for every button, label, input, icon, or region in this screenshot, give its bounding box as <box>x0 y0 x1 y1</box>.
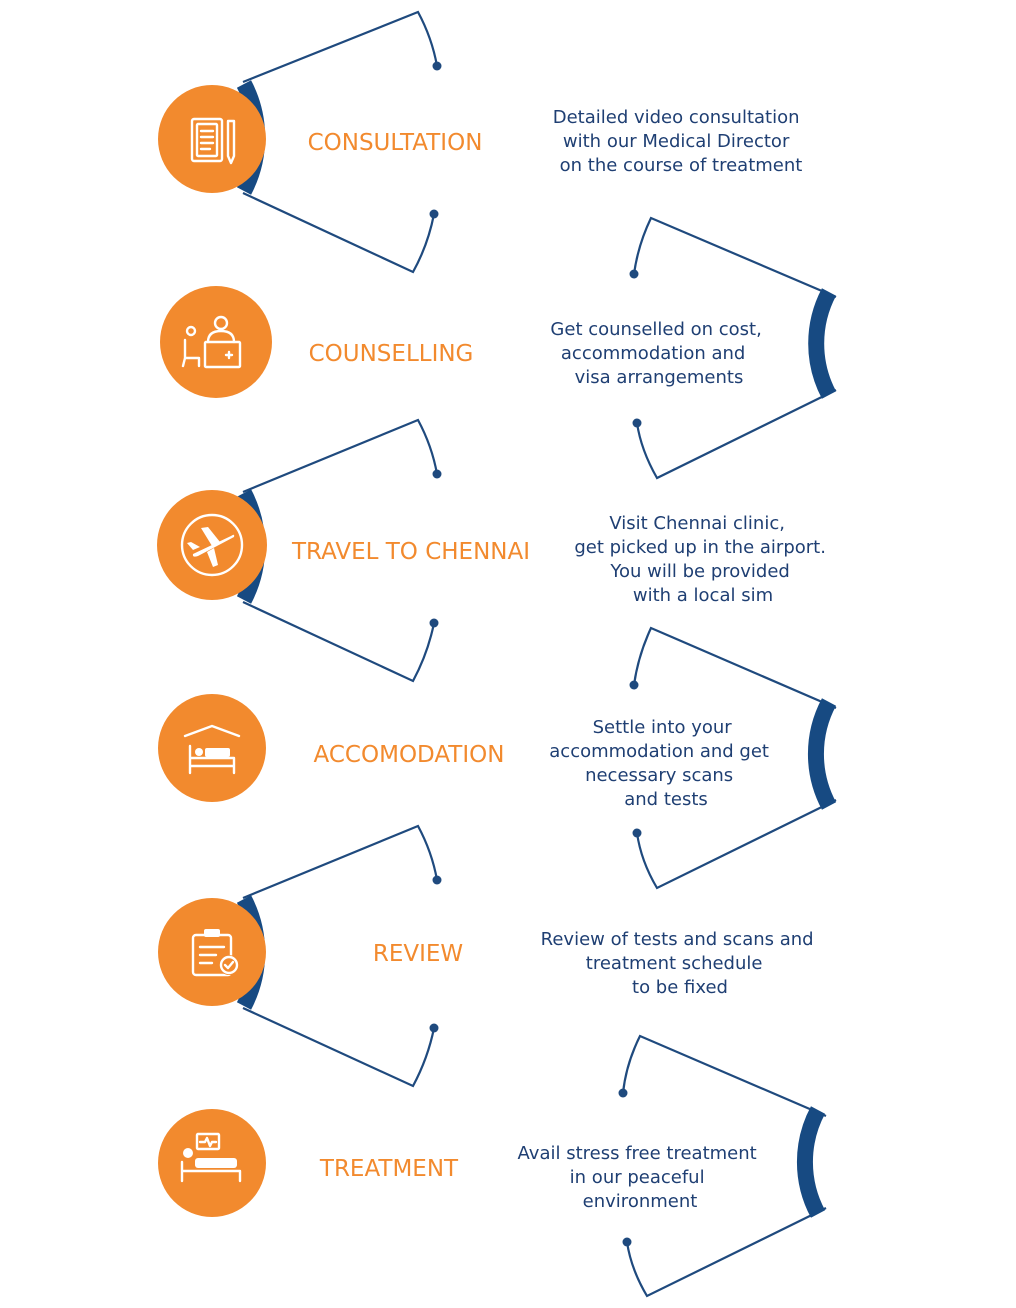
hospital-bed-monitor-icon <box>180 1132 242 1183</box>
airplane-icon <box>180 513 244 577</box>
step-description: Review of tests and scans and treatment … <box>541 929 820 998</box>
connector-lines <box>236 10 837 1298</box>
document-pen-icon <box>190 117 236 165</box>
step-title: CONSULTATION <box>308 130 483 156</box>
step-description: Settle into your accommodation and get n… <box>549 717 774 810</box>
step-treatment: TREATMENT Avail stress free treatment in… <box>158 1109 763 1217</box>
step-description: Avail stress free treatment in our peace… <box>518 1143 763 1212</box>
right-bracket-4 <box>629 626 837 890</box>
clipboard-check-icon <box>191 929 239 977</box>
step-review: REVIEW Review of tests and scans and tre… <box>158 898 820 1006</box>
right-bracket-2 <box>629 216 837 480</box>
step-counselling: COUNSELLING Get counselled on cost, acco… <box>160 286 767 398</box>
counselling-desk-icon <box>181 315 242 369</box>
step-consultation: CONSULTATION Detailed video consultation… <box>158 85 806 193</box>
step-travel: TRAVEL TO CHENNAI Visit Chennai clinic, … <box>157 490 831 606</box>
step-circle <box>158 85 266 193</box>
right-bracket-6 <box>618 1034 827 1298</box>
step-accomodation: ACCOMODATION Settle into your accommodat… <box>158 694 774 810</box>
step-title: COUNSELLING <box>309 341 474 367</box>
step-title: TREATMENT <box>319 1156 459 1182</box>
step-title: REVIEW <box>373 941 463 967</box>
step-circle <box>158 898 266 1006</box>
bed-roof-icon <box>183 724 241 775</box>
step-description: Detailed video consultation with our Med… <box>553 107 806 176</box>
step-title: ACCOMODATION <box>314 742 505 768</box>
step-description: Visit Chennai clinic, get picked up in t… <box>574 513 831 606</box>
step-title: TRAVEL TO CHENNAI <box>291 539 530 565</box>
step-description: Get counselled on cost, accommodation an… <box>550 319 767 388</box>
